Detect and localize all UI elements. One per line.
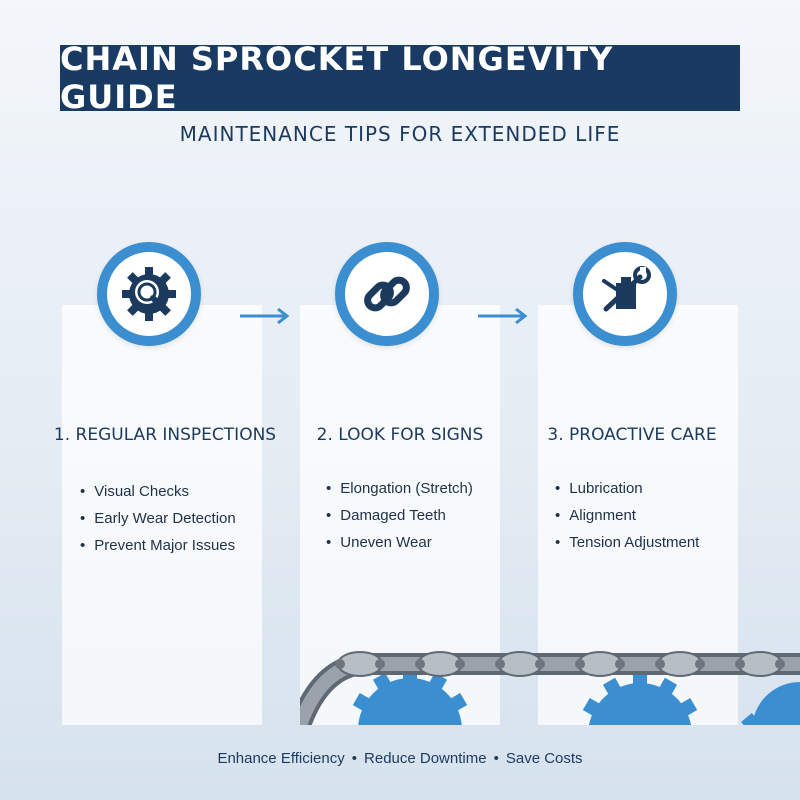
list-item: Lubrication xyxy=(555,475,699,502)
footer-item: Save Costs xyxy=(505,750,583,767)
step-1-heading: 1. REGULAR INSPECTIONS xyxy=(53,425,277,445)
list-item: Visual Checks xyxy=(80,478,236,505)
step-1-bullet-list: Visual Checks Early Wear Detection Preve… xyxy=(80,478,236,559)
footer-item: Reduce Downtime xyxy=(364,750,487,767)
step-2-bullet-list: Elongation (Stretch) Damaged Teeth Uneve… xyxy=(326,475,473,556)
list-item: Prevent Major Issues xyxy=(80,532,236,559)
sprocket-icon xyxy=(352,668,468,725)
footer-tagline: Enhance Efficiency • Reduce Downtime • Save … xyxy=(0,750,800,767)
gear-magnifier-icon xyxy=(97,242,201,346)
list-item: Early Wear Detection xyxy=(80,505,235,532)
step-2-heading: 2. LOOK FOR SIGNS xyxy=(316,425,484,445)
list-item: Tension Adjustment xyxy=(555,529,699,556)
sprocket-icon xyxy=(582,673,698,725)
chain-link-icon xyxy=(335,242,439,346)
footer-separator: • xyxy=(493,750,499,767)
list-item: Alignment xyxy=(555,502,699,529)
footer-item: Enhance Efficiency xyxy=(217,750,345,767)
list-item: Uneven Wear xyxy=(326,529,473,556)
chain-sprocket-illustration xyxy=(300,651,800,725)
oil-can-wrench-icon xyxy=(573,242,677,346)
title-banner: CHAIN SPROCKET LONGEVITY GUIDE xyxy=(60,40,740,116)
footer-separator: • xyxy=(351,750,358,767)
page-title: CHAIN SPROCKET LONGEVITY GUIDE xyxy=(60,40,614,116)
arrow-right-icon xyxy=(240,307,290,325)
chain-icon xyxy=(300,651,800,725)
list-item: Damaged Teeth xyxy=(326,502,473,529)
arrow-right-icon xyxy=(478,307,528,325)
step-3-heading: 3. PROACTIVE CARE xyxy=(547,425,717,445)
page-subtitle: MAINTENANCE TIPS FOR EXTENDED LIFE xyxy=(179,122,621,146)
sprocket-icon xyxy=(741,682,800,725)
step-3-bullet-list: Lubrication Alignment Tension Adjustment xyxy=(555,475,699,556)
list-item: Elongation (Stretch) xyxy=(326,475,473,502)
